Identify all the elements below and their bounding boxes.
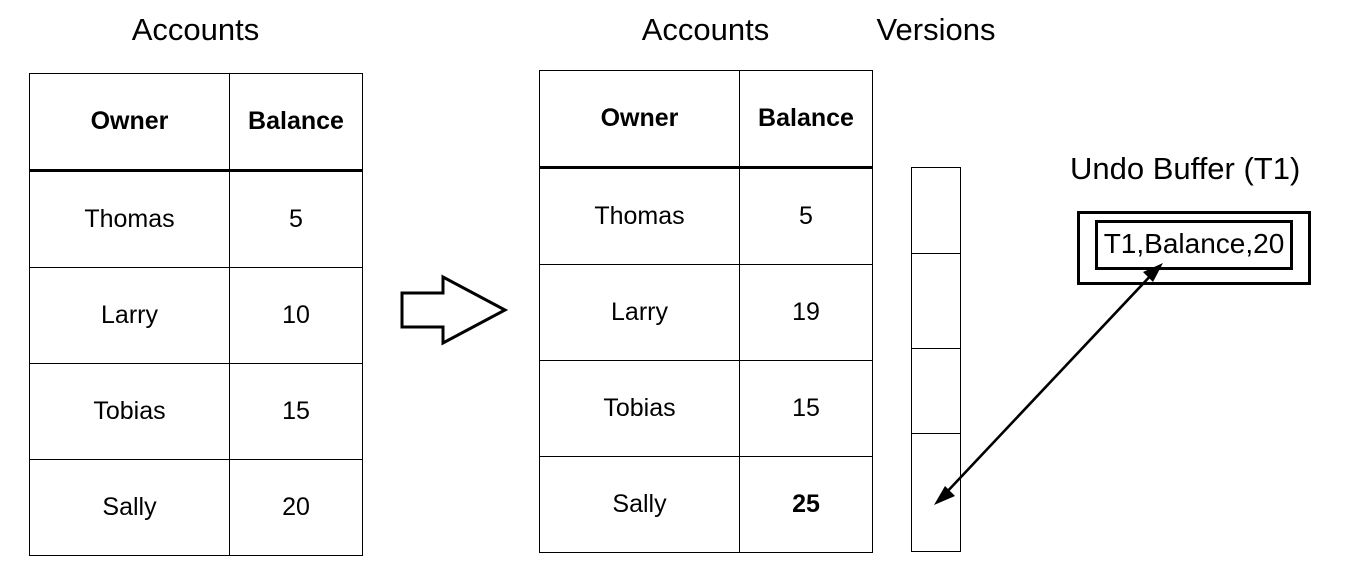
column-header-owner: Owner: [539, 70, 740, 169]
cell-owner: Larry: [29, 267, 230, 364]
cell-balance-updated: 25: [739, 456, 873, 553]
block-arrow-right-icon: [400, 274, 509, 346]
cell-balance: 5: [739, 167, 873, 265]
column-header-owner: Owner: [29, 73, 230, 172]
column-header-balance: Balance: [229, 73, 363, 172]
cell-owner: Sally: [539, 456, 740, 553]
table-row: Larry 19: [539, 264, 873, 361]
table-row: Sally 25: [539, 456, 873, 553]
cell-balance: 5: [229, 170, 363, 268]
table-row: Thomas 5: [29, 170, 363, 268]
undo-buffer-title: Undo Buffer (T1): [1070, 151, 1301, 186]
versions-column: [911, 167, 961, 552]
table-header-row: Owner Balance: [539, 70, 873, 169]
table-row: Thomas 5: [539, 167, 873, 265]
versions-cell-3: [911, 348, 961, 434]
cell-owner: Thomas: [539, 167, 740, 265]
column-header-balance: Balance: [739, 70, 873, 169]
versions-cell-row: [911, 433, 961, 552]
versions-title: Versions: [876, 12, 996, 47]
right-table-title: Accounts: [641, 12, 770, 47]
cell-balance: 15: [739, 360, 873, 457]
accounts-table-before: Owner Balance Thomas 5 Larry 10 Tobias 1…: [29, 73, 363, 556]
versions-cell-row: [911, 253, 961, 349]
cell-balance: 15: [229, 363, 363, 460]
cell-balance: 10: [229, 267, 363, 364]
undo-buffer-box: T1,Balance,20: [1077, 211, 1311, 285]
undo-buffer-entry: T1,Balance,20: [1094, 220, 1294, 270]
cell-owner: Sally: [29, 459, 230, 556]
table-row: Tobias 15: [539, 360, 873, 457]
cell-balance: 20: [229, 459, 363, 556]
left-table-title: Accounts: [131, 12, 260, 47]
cell-owner: Thomas: [29, 170, 230, 268]
versions-cell-row: [911, 167, 961, 254]
versions-cell-2: [911, 253, 961, 349]
accounts-table-after: Owner Balance Thomas 5 Larry 19 Tobias 1…: [539, 70, 873, 553]
cell-owner: Tobias: [29, 363, 230, 460]
table-row: Sally 20: [29, 459, 363, 556]
cell-balance: 19: [739, 264, 873, 361]
cell-owner: Larry: [539, 264, 740, 361]
table-header-row: Owner Balance: [29, 73, 363, 172]
versions-cell-row: [911, 348, 961, 434]
table-row: Larry 10: [29, 267, 363, 364]
versions-cell-1: [911, 167, 961, 254]
versions-cell-4: [911, 433, 961, 552]
cell-owner: Tobias: [539, 360, 740, 457]
table-row: Tobias 15: [29, 363, 363, 460]
undo-link-arrow-icon: [934, 263, 1163, 505]
